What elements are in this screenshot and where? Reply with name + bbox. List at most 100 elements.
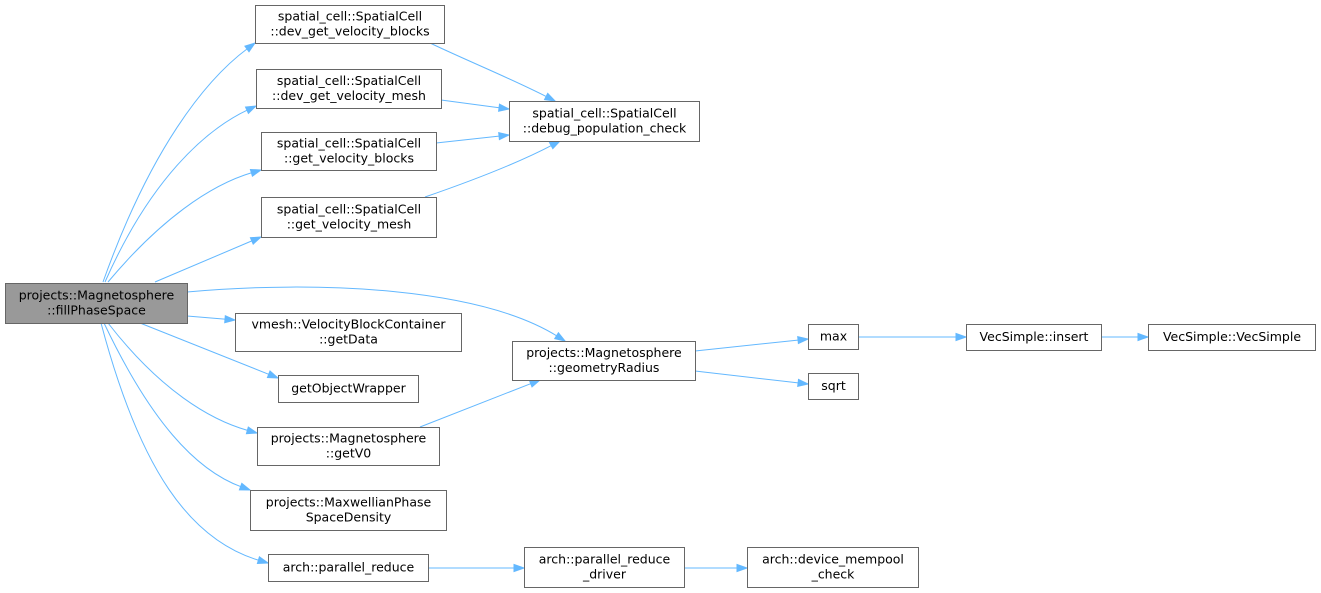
arrowhead (244, 42, 257, 53)
node-box (257, 427, 440, 466)
node-label-line: getObjectWrapper (291, 381, 406, 396)
node-reduce-driver[interactable]: arch::parallel_reduce_driver (524, 547, 685, 588)
node-label-line: vmesh::VelocityBlockContainer (251, 317, 446, 332)
edge-geometry_radius-to-sqrt (694, 370, 810, 387)
node-parallel-reduce[interactable]: arch::parallel_reduce (268, 554, 429, 582)
edge-reduce_driver-to-mempool_check (684, 563, 749, 573)
node-get-object-wrapper[interactable]: getObjectWrapper (278, 375, 419, 403)
edge-line (424, 144, 553, 198)
node-label-line: spatial_cell::SpatialCell (277, 73, 421, 88)
node-vec-insert[interactable]: VecSimple::insert (966, 324, 1102, 351)
node-label-line: arch::parallel_reduce (283, 560, 415, 575)
edge-line (102, 47, 249, 283)
arrowhead (513, 563, 526, 573)
edge-root-to-maxwellian (103, 322, 252, 491)
node-label-line: VecSimple::VecSimple (1163, 329, 1301, 344)
edge-max-to-vec_insert (858, 332, 968, 342)
node-label-line: ::get_velocity_mesh (287, 217, 412, 232)
node-root[interactable]: projects::Magnetosphere::fillPhaseSpace (5, 283, 188, 324)
node-label-line: ::get_velocity_blocks (284, 151, 414, 166)
node-label-line: projects::Magnetosphere (526, 345, 682, 360)
node-box (255, 5, 445, 44)
node-label-line: ::getV0 (326, 446, 372, 461)
arrowhead (797, 378, 810, 387)
node-label-line: ::geometryRadius (549, 360, 660, 375)
arrowhead (553, 331, 567, 342)
node-box (261, 197, 437, 238)
edge-parallel_reduce-to-reduce_driver (428, 563, 526, 573)
node-label-line: ::debug_population_check (523, 121, 687, 136)
node-label-line: spatial_cell::SpatialCell (532, 106, 676, 121)
node-label-line: _check (811, 567, 856, 582)
node-box (5, 283, 188, 324)
node-dev-mesh[interactable]: spatial_cell::SpatialCell::dev_get_veloc… (256, 69, 442, 109)
node-dev-blocks[interactable]: spatial_cell::SpatialCell::dev_get_veloc… (255, 5, 445, 44)
arrowhead (249, 236, 263, 245)
node-mempool-check[interactable]: arch::device_mempool_check (747, 547, 919, 588)
arrowhead (498, 131, 511, 141)
node-box (261, 132, 437, 171)
node-label-line: spatial_cell::SpatialCell (277, 202, 421, 217)
node-get-v0[interactable]: projects::Magnetosphere::getV0 (257, 427, 440, 466)
nodes-layer: projects::Magnetosphere::fillPhaseSpaces… (5, 5, 1316, 588)
arrowhead (736, 563, 749, 573)
arrowhead (543, 92, 557, 102)
edge-line (186, 315, 227, 320)
node-label-line: arch::parallel_reduce (539, 552, 671, 567)
node-geometry-radius[interactable]: projects::Magnetosphere::geometryRadius (512, 341, 696, 381)
node-label-line: projects::Magnetosphere (19, 288, 175, 303)
node-label-line: arch::device_mempool (762, 552, 904, 567)
edge-line (419, 382, 532, 428)
node-label-line: sqrt (821, 378, 846, 393)
edge-root-to-get_blocks (107, 168, 263, 283)
edge-line (429, 42, 548, 98)
arrowhead (548, 140, 562, 150)
edges-layer (100, 42, 1150, 573)
node-label-line: max (820, 329, 847, 344)
node-label-line: spatial_cell::SpatialCell (278, 9, 422, 24)
arrowhead (249, 168, 263, 178)
node-label-line: projects::MaxwellianPhase (266, 495, 432, 510)
node-label-line: VecSimple::insert (980, 329, 1089, 344)
arrowhead (245, 426, 259, 435)
node-get-mesh[interactable]: spatial_cell::SpatialCell::get_velocity_… (261, 197, 437, 238)
node-box (1148, 324, 1316, 351)
edge-line (139, 322, 270, 376)
node-box (250, 490, 447, 531)
edge-root-to-dev_blocks (102, 42, 257, 283)
node-sqrt[interactable]: sqrt (808, 373, 859, 400)
node-box (747, 547, 919, 588)
arrowhead (244, 105, 258, 115)
node-box (808, 324, 859, 350)
node-box (808, 373, 859, 400)
edge-line (103, 322, 242, 488)
node-label-line: ::fillPhaseSpace (47, 303, 146, 318)
node-get-blocks[interactable]: spatial_cell::SpatialCell::get_velocity_… (261, 132, 437, 171)
edge-line (694, 339, 800, 352)
node-max[interactable]: max (808, 324, 859, 350)
arrowhead (266, 370, 280, 379)
node-vec-simple[interactable]: VecSimple::VecSimple (1148, 324, 1316, 351)
edge-line (440, 99, 501, 109)
node-label-line: ::getData (319, 332, 378, 347)
node-get-data[interactable]: vmesh::VelocityBlockContainer::getData (235, 313, 462, 352)
edge-line (107, 322, 249, 432)
node-label-line: spatial_cell::SpatialCell (277, 136, 421, 151)
node-label-line: SpaceDensity (306, 510, 392, 525)
edge-dev_mesh-to-debug_check (440, 99, 511, 112)
edge-line (104, 109, 249, 283)
edge-get_mesh-to-debug_check (424, 140, 562, 198)
edge-root-to-get_data (186, 314, 237, 324)
node-box (278, 375, 419, 403)
edge-line (154, 240, 253, 283)
edge-line (186, 286, 558, 337)
edge-dev_blocks-to-debug_check (429, 42, 557, 102)
node-box (268, 554, 429, 582)
node-box (256, 69, 442, 109)
edge-get_blocks-to-debug_check (435, 131, 511, 144)
node-debug-check[interactable]: spatial_cell::SpatialCell::debug_populat… (509, 101, 700, 142)
node-box (509, 101, 700, 142)
node-box (512, 341, 696, 381)
